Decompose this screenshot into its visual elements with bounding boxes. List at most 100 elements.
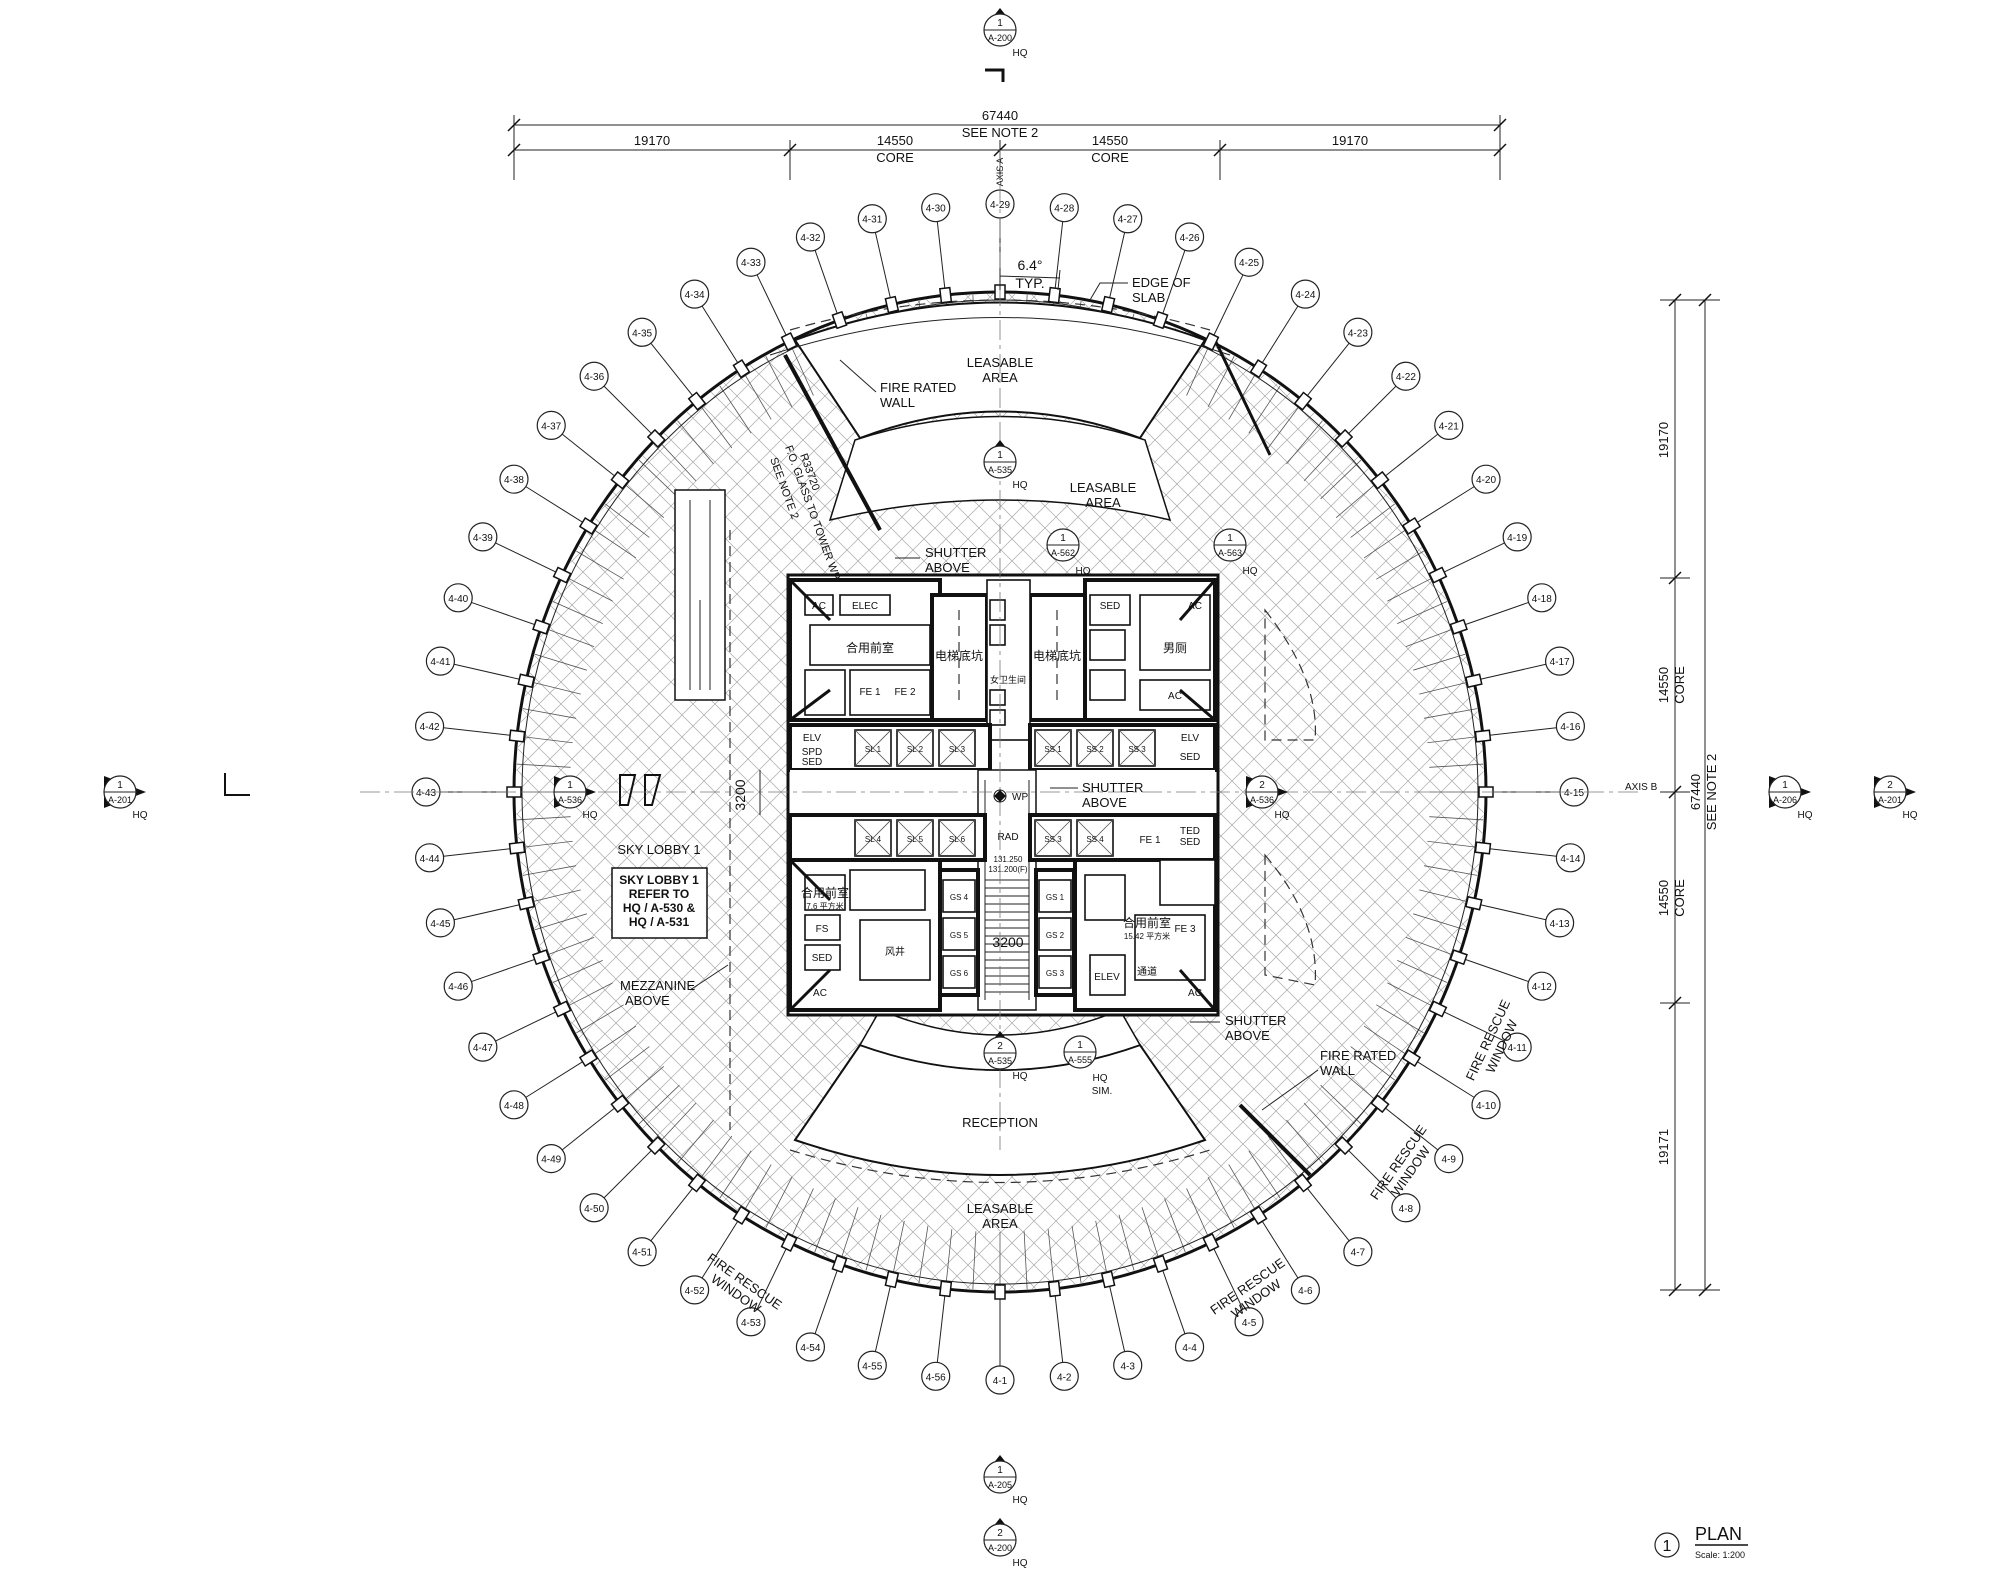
section-ref: HQ (133, 810, 148, 821)
axis-a-label: AXIS A (995, 158, 1005, 187)
radial-line (516, 816, 571, 821)
radial-line (520, 707, 577, 719)
gridline-leader (525, 486, 589, 527)
dim-top-core-1: CORE (876, 150, 914, 165)
curved-void-lower (1264, 853, 1317, 986)
gridline-bubble (795, 222, 826, 252)
mullion-post (1100, 295, 1116, 314)
room-ac-5: AC (1188, 988, 1202, 999)
dim-top-seg-1: 19170 (634, 133, 670, 148)
gridline-bubble (536, 1144, 566, 1174)
radial-line (1186, 1188, 1212, 1243)
mullion-post (1370, 1094, 1390, 1114)
room-fan: 风井 (885, 945, 905, 958)
section-ref: HQ (1903, 810, 1918, 821)
radial-line (764, 354, 793, 408)
gridline-bubble (857, 1350, 887, 1380)
gridline-leader (1482, 727, 1557, 737)
gridline-bubble (1527, 971, 1557, 1001)
axis-b-label: AXIS B (1625, 782, 1658, 793)
curved-void-upper (1264, 608, 1317, 741)
mullion-post (610, 1094, 630, 1114)
leasable-bottom-1: LEASABLE (967, 1201, 1034, 1216)
section-ref: HQ (583, 810, 598, 821)
gridline-label: 4-17 (1550, 657, 1570, 668)
sky-lobby-ref-2: REFER TO (629, 887, 689, 901)
gridline-label: 4-7 (1351, 1248, 1366, 1259)
room-fe2: FE 2 (894, 687, 916, 698)
gridline-label: 4-8 (1399, 1204, 1414, 1215)
radial-line (1248, 1150, 1282, 1201)
radial-line (1429, 816, 1484, 821)
gridline-label: 4-21 (1439, 421, 1459, 432)
lift-label: SL 1 (865, 745, 882, 754)
dim-top-seg-4: 19170 (1332, 133, 1368, 148)
mullion-post (1449, 618, 1468, 635)
radial-line (1303, 1102, 1344, 1146)
detail-num: 1 (1077, 1040, 1083, 1051)
radial-line (764, 1176, 793, 1230)
lift-car-cross (1076, 729, 1114, 767)
sky-lobby-ref-box (611, 867, 708, 939)
sky-lobby-ref-3: HQ / A-530 & (623, 901, 696, 915)
gridline-bubble (1049, 193, 1079, 223)
gridline-bubble (1434, 410, 1464, 440)
section-num: 1 (997, 1465, 1003, 1476)
radial-line (550, 600, 603, 624)
mullion-post (1370, 470, 1390, 490)
lift-label: SL 5 (907, 835, 924, 844)
note-shutter-bottom-1: SHUTTER (1225, 1013, 1286, 1028)
radial-line (918, 1225, 929, 1285)
gridline-bubble (1527, 583, 1557, 613)
gridline-label: 4-35 (632, 328, 652, 339)
note-shutter-bottom-2: ABOVE (1225, 1028, 1270, 1043)
gridline-label: 4-43 (416, 788, 436, 799)
gridline-leader (1258, 1215, 1299, 1279)
gridline-bubble (415, 711, 445, 741)
leasable-mid-1: LEASABLE (1070, 480, 1137, 495)
mullion-post (1334, 1136, 1354, 1156)
gridline-leader (1482, 847, 1557, 857)
room-womens: 女卫生间 (990, 674, 1026, 685)
gridline-bubble (443, 583, 473, 613)
gridline-bubble (736, 1307, 766, 1337)
mullion-post (532, 949, 551, 966)
mullion-post (1428, 566, 1448, 584)
mullion-post (517, 895, 536, 911)
radial-line (1286, 1119, 1325, 1166)
gridline-leader (1473, 663, 1547, 682)
radial-line (1427, 735, 1483, 744)
room-sed-2: SED (1180, 752, 1201, 763)
lift-car-cross (1118, 729, 1156, 767)
gridline-leader (1053, 1288, 1064, 1363)
shaft-label: GS 6 (950, 969, 969, 978)
mullion-post (1401, 516, 1422, 535)
gridline-label: 4-36 (584, 372, 604, 383)
gridline-label: 4-44 (420, 854, 440, 865)
radial-line (619, 479, 665, 518)
gridline-label: 4-34 (685, 290, 705, 301)
gridline-bubble (443, 971, 473, 1001)
radial-line (1186, 341, 1212, 396)
gridline-bubble (415, 843, 445, 873)
dim-top-seg-3: 14550 (1092, 133, 1128, 148)
radial-line (1405, 626, 1459, 648)
room-ac-1: AC (812, 601, 826, 612)
gridline-label: 4-16 (1560, 722, 1580, 733)
gridline-bubble (1471, 1090, 1501, 1120)
mullion-post (1474, 729, 1492, 743)
gridline-label: 4-37 (541, 421, 561, 432)
section-sheet: A-200 (988, 1543, 1012, 1553)
shaft-label: GS 2 (1046, 931, 1065, 940)
section-num: 1 (997, 18, 1003, 29)
radial-line (1376, 1004, 1426, 1035)
radial-line (741, 368, 772, 420)
mullion-post (1100, 1270, 1116, 1289)
gridline-bubble (1290, 279, 1320, 309)
gridline-bubble (1434, 1144, 1464, 1174)
room-elv-2: ELV (1181, 733, 1199, 744)
radial-line (1419, 680, 1474, 695)
shaft-car (942, 955, 976, 989)
dimension-right: 19170 14550 CORE 14550 CORE 19171 67440 … (360, 293, 1720, 1297)
